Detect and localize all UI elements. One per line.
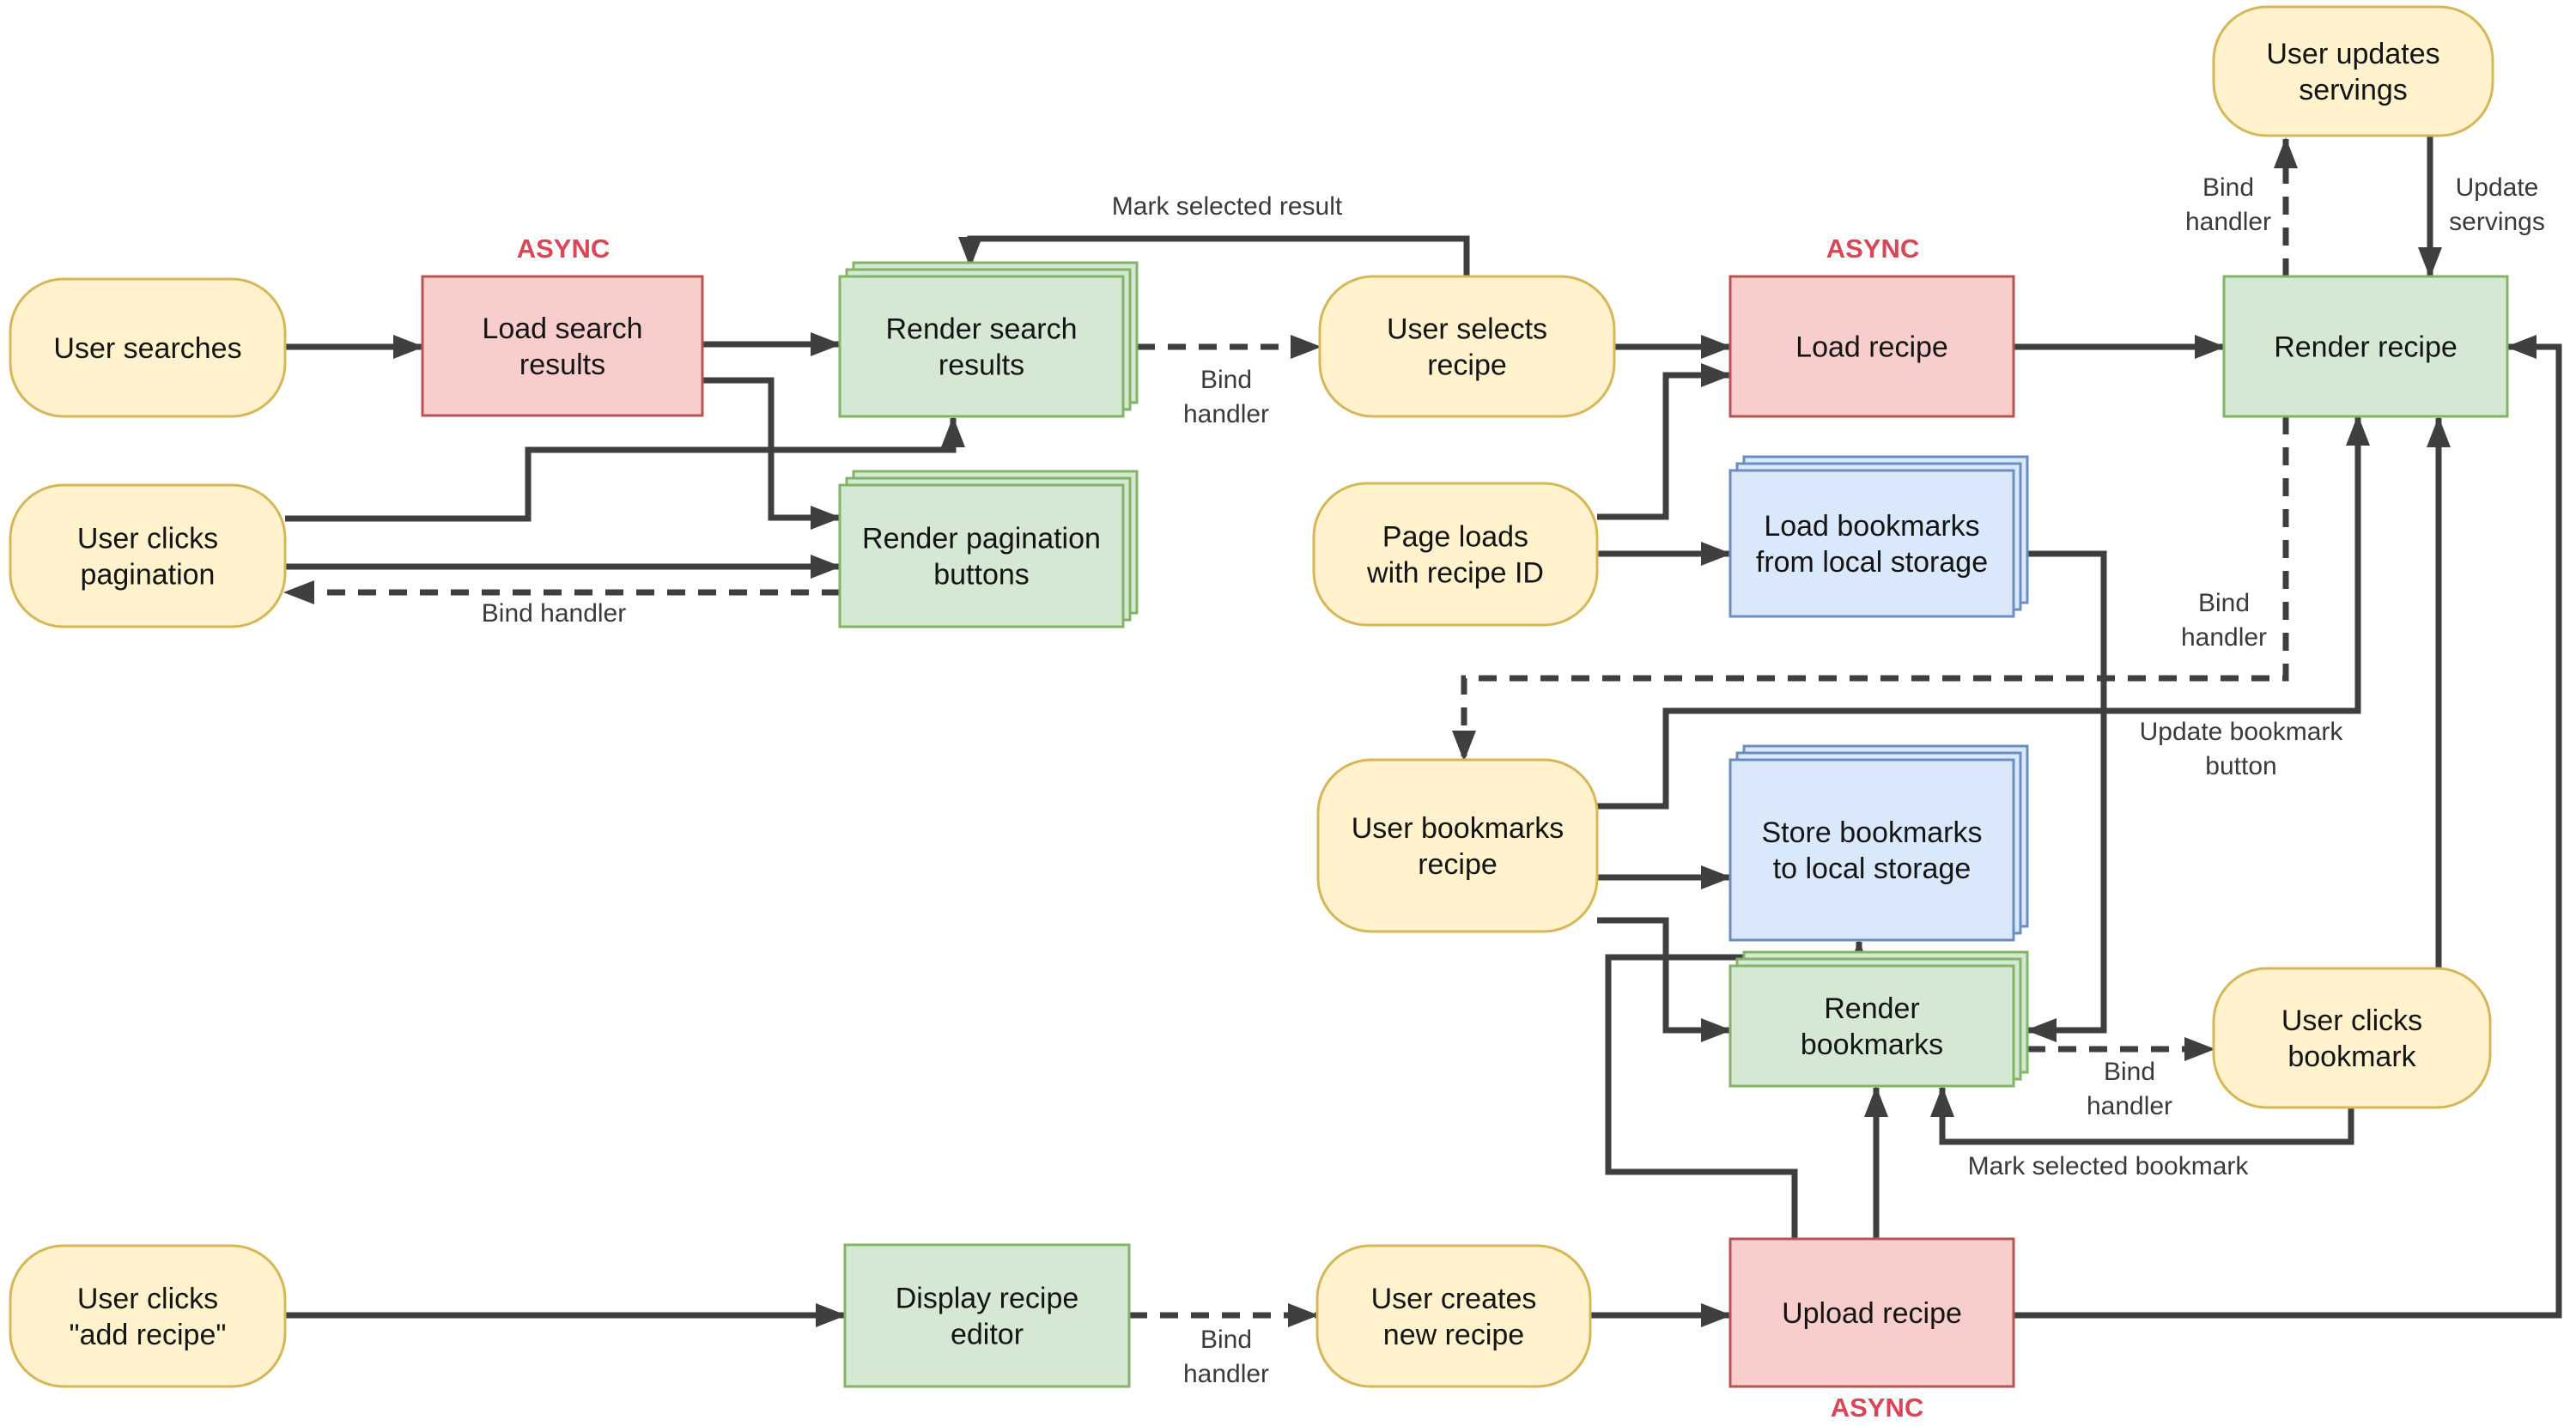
load-bookmarks-from-local-storage-shape (1728, 469, 2015, 618)
upload-recipe-shape (1728, 1237, 2015, 1388)
render-pagination-buttons-shape (838, 483, 1125, 628)
async-load-recipe: ASYNC (1826, 234, 1920, 264)
render-recipe-shape (2222, 275, 2509, 418)
edge-upload-recipe-to-render-recipe (2014, 335, 2562, 1319)
user-selects-recipe-to-render-search-results-line (958, 235, 1470, 276)
async-load-search-results: ASYNC (517, 234, 611, 264)
edge-load-bookmarks-to-render-bookmarks (2014, 550, 2107, 1042)
upload-recipe-label: Upload recipe (1782, 1297, 1962, 1330)
display-recipe-editor-shape (843, 1243, 1131, 1388)
edge-user-bookmarks-recipe-to-render-bookmarks (1597, 917, 1732, 1042)
edge-label-render-pagination-to-user-clicks-pagination: Bind handler (482, 599, 626, 628)
edge-page-loads-to-load-recipe (1597, 363, 1732, 520)
user-clicks-bookmark-to-render-bookmarks-line (1930, 1086, 2354, 1145)
page-loads-to-load-recipe-line (1597, 363, 1732, 520)
user-selects-recipe-shape (1318, 275, 1616, 418)
edge-user-selects-recipe-to-render-search-results: Mark selected result (958, 192, 1470, 276)
user-searches-shape (9, 277, 287, 418)
load-search-results-shape (421, 275, 704, 417)
load-recipe-shape (1728, 275, 2015, 418)
edge-label-user-selects-recipe-to-render-search-results: Mark selected result (1112, 192, 1343, 221)
user-searches-label: User searches (53, 332, 241, 365)
load-bookmarks-to-render-bookmarks-line (2014, 550, 2107, 1042)
user-bookmarks-recipe-to-render-recipe-line (1597, 415, 2370, 810)
page-loads-with-recipe-id-shape (1312, 482, 1599, 627)
node-load-recipe: Load recipe (1728, 275, 2015, 418)
edge-user-clicks-bookmark-to-render-bookmarks: Mark selected bookmark (1930, 1086, 2354, 1180)
user-updates-servings-shape (2212, 5, 2494, 137)
edge-render-pagination-to-user-clicks-pagination: Bind handler (283, 580, 840, 628)
node-user-clicks-add-recipe: User clicks"add recipe" (9, 1244, 287, 1388)
user-clicks-bookmark-shape (2212, 967, 2492, 1109)
user-clicks-pagination-to-render-search-results-line (285, 416, 965, 522)
render-search-results-shape (838, 275, 1125, 418)
user-bookmarks-recipe-shape (1316, 758, 1599, 933)
node-user-searches: User searches (9, 277, 287, 418)
load-recipe-label: Load recipe (1795, 331, 1948, 364)
render-recipe-label: Render recipe (2274, 331, 2458, 364)
async-upload-recipe: ASYNC (1831, 1393, 1924, 1423)
render-bookmarks-shape (1728, 964, 2015, 1088)
node-upload-recipe: Upload recipe (1728, 1237, 2015, 1388)
upload-recipe-to-render-recipe-line (2014, 335, 2562, 1319)
user-clicks-add-recipe-shape (9, 1244, 287, 1388)
user-clicks-add-recipe-label: User clicks"add recipe" (70, 1283, 227, 1351)
user-creates-new-recipe-shape (1315, 1244, 1592, 1388)
store-bookmarks-to-local-storage-shape (1728, 758, 2015, 942)
edge-user-clicks-pagination-to-render-search-results (285, 416, 965, 522)
user-clicks-pagination-shape (9, 483, 287, 628)
edge-label-user-clicks-bookmark-to-render-bookmarks: Mark selected bookmark (1968, 1152, 2250, 1180)
render-recipe-to-user-bookmarks-recipe-line (1452, 416, 2289, 762)
node-render-recipe: Render recipe (2222, 275, 2509, 418)
user-bookmarks-recipe-to-render-bookmarks-line (1597, 917, 1732, 1042)
